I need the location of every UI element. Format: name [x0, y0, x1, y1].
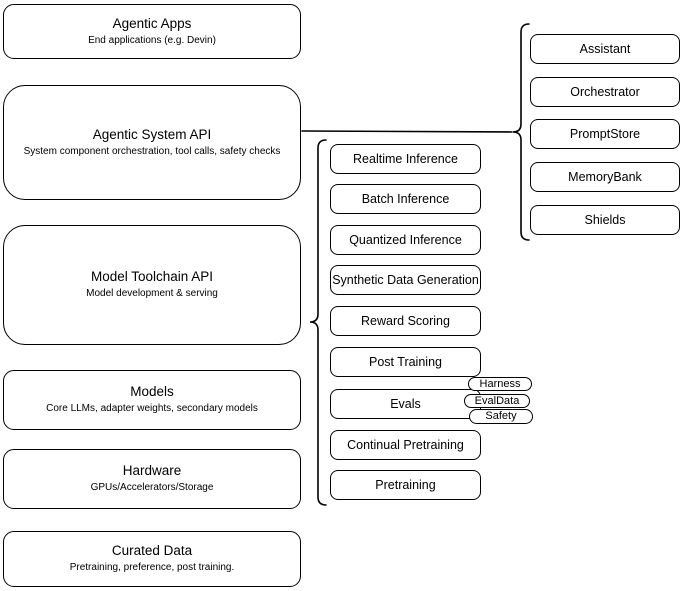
tag-evaldata: EvalData	[464, 394, 530, 408]
toolchain-item-batch-inference: Batch Inference	[330, 184, 481, 214]
node-subtitle: Pretraining, preference, post training.	[69, 562, 235, 574]
node-title: Model Toolchain API	[90, 269, 214, 285]
toolchain-item-quantized-inference: Quantized Inference	[330, 225, 481, 255]
component-orchestrator: Orchestrator	[530, 77, 680, 107]
toolchain-item-synthetic-data-generation: Synthetic Data Generation	[330, 265, 481, 295]
component-assistant: Assistant	[530, 34, 680, 64]
tag-safety: Safety	[469, 409, 533, 424]
toolchain-group-brace	[309, 139, 327, 506]
node-title: Agentic System API	[92, 126, 212, 142]
node-subtitle: GPUs/Accelerators/Storage	[90, 482, 214, 494]
node-curated-data: Curated Data Pretraining, preference, po…	[3, 531, 301, 587]
toolchain-item-realtime-inference: Realtime Inference	[330, 144, 481, 174]
toolchain-item-post-training: Post Training	[330, 347, 481, 377]
toolchain-item-pretraining: Pretraining	[330, 470, 481, 500]
node-subtitle: System component orchestration, tool cal…	[23, 145, 281, 157]
node-agentic-system-api: Agentic System API System component orch…	[3, 85, 301, 200]
toolchain-item-evals: Evals	[330, 389, 481, 419]
node-models: Models Core LLMs, adapter weights, secon…	[3, 370, 301, 430]
components-group-brace	[512, 23, 530, 241]
node-hardware: Hardware GPUs/Accelerators/Storage	[3, 449, 301, 509]
node-title: Curated Data	[111, 543, 193, 559]
component-promptstore: PromptStore	[530, 119, 680, 149]
api-to-components-connector	[301, 130, 513, 133]
node-model-toolchain-api: Model Toolchain API Model development & …	[3, 225, 301, 345]
toolchain-item-continual-pretraining: Continual Pretraining	[330, 430, 481, 460]
node-title: Hardware	[122, 463, 182, 479]
node-agentic-apps: Agentic Apps End applications (e.g. Devi…	[3, 4, 301, 59]
node-subtitle: End applications (e.g. Devin)	[88, 34, 216, 46]
tag-harness: Harness	[468, 377, 532, 391]
node-subtitle: Model development & serving	[86, 288, 218, 300]
node-title: Agentic Apps	[112, 15, 192, 31]
component-shields: Shields	[530, 205, 680, 235]
toolchain-item-reward-scoring: Reward Scoring	[330, 306, 481, 336]
component-memorybank: MemoryBank	[530, 162, 680, 192]
node-subtitle: Core LLMs, adapter weights, secondary mo…	[46, 403, 258, 415]
node-title: Models	[130, 384, 174, 400]
